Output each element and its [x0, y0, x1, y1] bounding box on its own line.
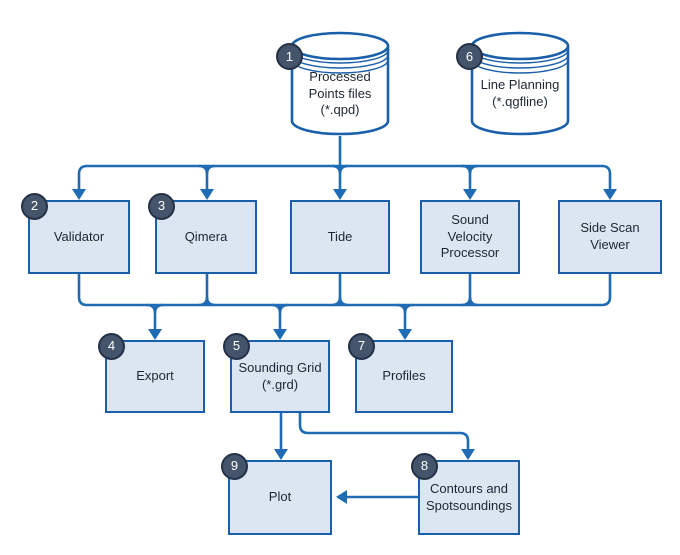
edge-sounding-grid-to-contours: [298, 413, 470, 450]
node-label: Profiles: [382, 368, 426, 384]
node-line-planning: 6 Line Planning (*.qgfline): [456, 30, 570, 136]
arrowhead-sounding-grid: [273, 329, 287, 340]
arrowhead-tide: [333, 189, 347, 200]
arrowhead-qimera: [200, 189, 214, 200]
step-badge: 2: [21, 193, 48, 220]
node-validator: 2 Validator: [21, 193, 130, 274]
node-label: Plot: [268, 489, 292, 505]
database-cylinder-shape: [290, 31, 390, 136]
node-processed-points: 1 Processed Points files (*.qpd): [276, 30, 390, 136]
step-badge: 6: [456, 43, 483, 70]
arrowhead-ssv: [603, 189, 617, 200]
node-label: Qimera: [184, 228, 228, 244]
node-label: Export: [136, 368, 174, 384]
arrowhead-profiles: [398, 329, 412, 340]
step-badge: 3: [148, 193, 175, 220]
edge-mid-bus: [77, 274, 612, 307]
node-label: Processed Points files (*.qpd): [308, 68, 372, 118]
node-sounding-grid: 5 Sounding Grid (*.grd): [223, 333, 330, 413]
arrowhead-contours: [461, 449, 475, 460]
edge-top-bus: [77, 164, 612, 190]
step-badge: 7: [348, 333, 375, 360]
step-badge: 8: [411, 453, 438, 480]
arrowhead-validator: [72, 189, 86, 200]
node-plot: 9 Plot: [221, 453, 332, 535]
step-badge: 5: [223, 333, 250, 360]
step-badge: 1: [276, 43, 303, 70]
node-qimera: 3 Qimera: [148, 193, 257, 274]
node-export: 4 Export: [98, 333, 205, 413]
node-label: Sounding Grid (*.grd): [238, 359, 322, 392]
node-label: Side Scan Viewer: [580, 220, 640, 252]
arrowhead-export: [148, 329, 162, 340]
node-label: Validator: [53, 228, 105, 244]
node-label: Line Planning (*.qgfline): [480, 77, 560, 109]
node-label: Contours and Spotsoundings: [426, 480, 513, 513]
arrowhead-svp: [463, 189, 477, 200]
node-label: Tide: [327, 228, 353, 244]
node-label: Sound Velocity Processor: [440, 212, 500, 261]
step-badge: 9: [221, 453, 248, 480]
arrowhead-contours-to-plot: [336, 490, 347, 504]
node-profiles: 7 Profiles: [348, 333, 453, 413]
node-sound-velocity-processor: Sound Velocity Processor: [420, 200, 520, 274]
node-tide: Tide: [290, 200, 390, 274]
node-contours: 8 Contours and Spotsoundings: [411, 453, 520, 535]
node-side-scan-viewer: Side Scan Viewer: [558, 200, 662, 274]
arrowhead-plot: [274, 449, 288, 460]
step-badge: 4: [98, 333, 125, 360]
